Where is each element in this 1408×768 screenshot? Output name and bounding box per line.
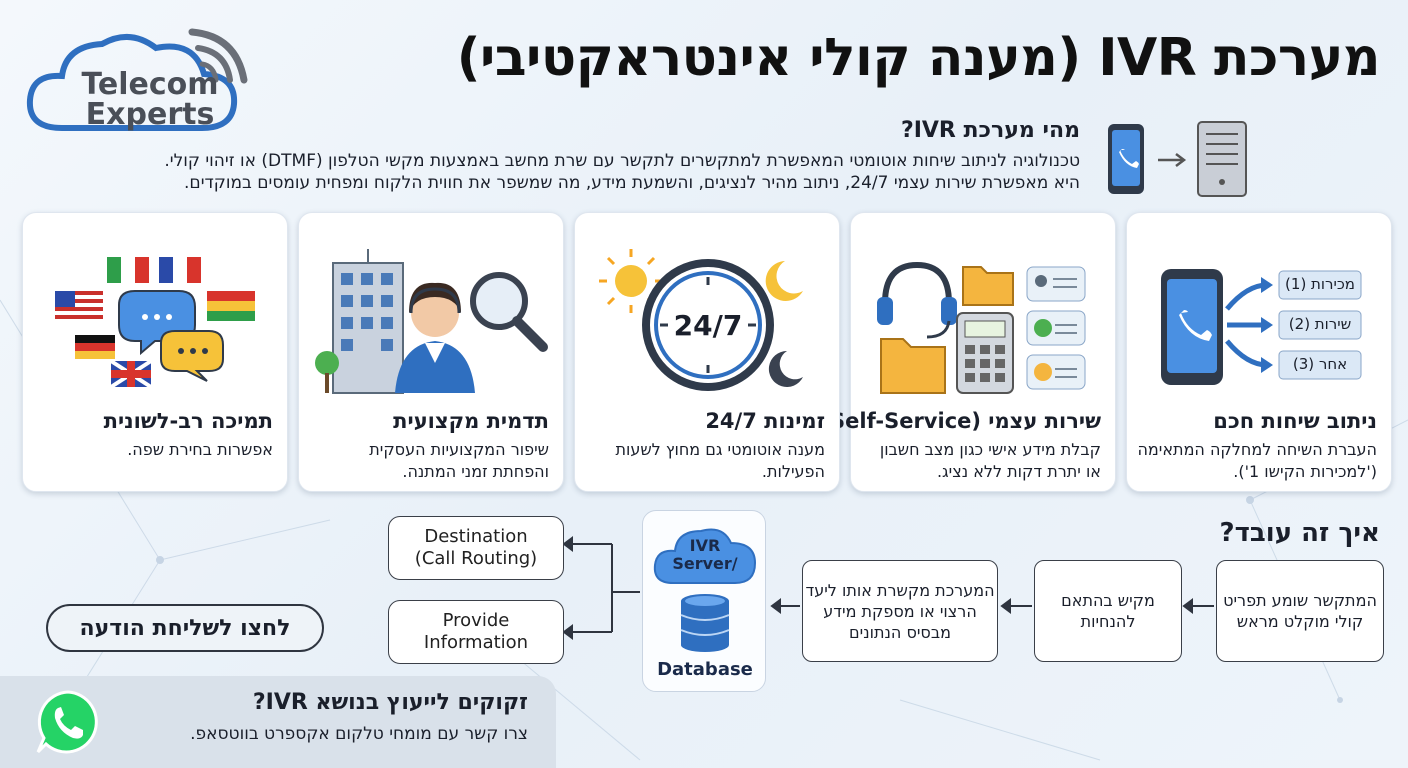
what-is-description: טכנולוגיה לניתוב שיחות אוטומטי המאפשרת ל… bbox=[0, 150, 1080, 194]
send-message-button[interactable]: לחצו לשליחת הודעה bbox=[46, 604, 324, 652]
card-availability: 24/7 זמינות 24/7 מענה אוטומטי גם מחוץ לש… bbox=[574, 212, 840, 492]
card-title: ניתוב שיחות חכם bbox=[1213, 409, 1377, 433]
logo-line-1: Telecom bbox=[81, 67, 219, 102]
card-description: העברת השיחה למחלקה המתאימה ('למכירות הקי… bbox=[1137, 440, 1377, 481]
server-label-line-1: IVR bbox=[689, 536, 721, 555]
card-professional-image: תדמית מקצועית שיפור המקצועיות העסקית והפ… bbox=[298, 212, 564, 492]
flag-france-icon bbox=[159, 257, 201, 283]
card-title: תמיכה רב-לשונית bbox=[103, 409, 273, 433]
clock-label: 24/7 bbox=[673, 309, 743, 342]
clock-sun-moon-illustration bbox=[599, 249, 803, 391]
what-is-line-2: היא מאפשרת שירות עצמי 24/7, ניתוב מהיר ל… bbox=[184, 173, 1080, 193]
whatsapp-subtitle: צרו קשר עם מומחי טלקום אקספרט בווטסאפ. bbox=[190, 724, 528, 744]
dest-info-line-1: Provide bbox=[442, 610, 510, 631]
card-smart-routing: מכירות (1) שירות (2) אחר (3) ניתוב שיחות… bbox=[1126, 212, 1392, 492]
menu-option-other: אחר (3) bbox=[1292, 355, 1348, 373]
how-it-works-heading: איך זה עובד? bbox=[1219, 518, 1380, 548]
dest-routing-line-1: Destination bbox=[424, 526, 528, 547]
menu-option-service: שירות (2) bbox=[1288, 315, 1352, 333]
flow-step-connect: המערכת מקשרת אותו ליעד הרצוי או מספקת מי… bbox=[802, 560, 998, 662]
card-self-service: שירות עצמי (Self-Service) קבלת מידע אישי… bbox=[820, 212, 1116, 492]
card-description: אפשרות בחירת שפה. bbox=[127, 440, 273, 459]
server-label: IVR Server/ bbox=[643, 537, 767, 573]
flow-step-listen: המתקשר שומע תפריט קולי מוקלט מראש bbox=[1216, 560, 1384, 662]
language-flags-illustration bbox=[55, 257, 255, 389]
company-logo: Telecom Experts bbox=[22, 18, 262, 148]
what-is-line-1: טכנולוגיה לניתוב שיחות אוטומטי המאפשרת ל… bbox=[164, 151, 1080, 171]
card-description: מענה אוטומטי גם מחוץ לשעות הפעילות. bbox=[615, 440, 825, 481]
flag-italy-icon bbox=[107, 257, 149, 283]
card-multilingual: תמיכה רב-לשונית אפשרות בחירת שפה. bbox=[22, 212, 288, 492]
card-title: זמינות 24/7 bbox=[705, 409, 825, 433]
card-title: שירות עצמי (Self-Service) bbox=[820, 409, 1101, 433]
database-label: Database bbox=[657, 659, 753, 680]
phone-to-server-icon bbox=[1108, 121, 1247, 197]
page-title: מערכת IVR (מענה קולי אינטראקטיבי) bbox=[456, 28, 1381, 88]
dest-routing-line-2: (Call Routing) bbox=[414, 548, 538, 569]
whatsapp-title: זקוקים לייעוץ בנושא IVR? bbox=[252, 690, 528, 715]
logo-text: Telecom Experts bbox=[70, 70, 230, 130]
menu-option-sales: מכירות (1) bbox=[1285, 275, 1355, 293]
self-service-illustration bbox=[877, 261, 1086, 394]
card-description: קבלת מידע אישי כגון מצב חשבון או יתרת דק… bbox=[879, 440, 1101, 481]
whatsapp-contact-panel[interactable]: זקוקים לייעוץ בנושא IVR? צרו קשר עם מומח… bbox=[0, 676, 556, 768]
dest-info-line-2: Information bbox=[423, 632, 529, 653]
flag-germany-icon bbox=[75, 335, 115, 359]
ivr-server-panel: IVR Server/ Database bbox=[642, 510, 766, 692]
logo-line-2: Experts bbox=[85, 97, 215, 132]
flag-uk-icon bbox=[109, 359, 153, 389]
flag-bolivia-icon bbox=[207, 291, 255, 321]
server-label-line-2: Server/ bbox=[672, 554, 738, 573]
routing-illustration bbox=[1161, 269, 1362, 385]
cloud-icon bbox=[653, 528, 757, 584]
card-title: תדמית מקצועית bbox=[393, 409, 549, 433]
destination-provide-information: Provide Information bbox=[388, 600, 564, 664]
cloud-wifi-icon bbox=[26, 28, 248, 131]
what-is-heading: מהי מערכת IVR? bbox=[900, 118, 1080, 143]
whatsapp-icon[interactable] bbox=[34, 688, 102, 756]
flow-step-press: מקיש בהתאם להנחיות bbox=[1034, 560, 1182, 662]
agent-building-illustration bbox=[315, 249, 548, 394]
card-description: שיפור המקצועיות העסקית והפחתת זמני המתנה… bbox=[369, 440, 549, 481]
destination-call-routing: Destination (Call Routing) bbox=[388, 516, 564, 580]
flag-usa-icon bbox=[55, 291, 103, 321]
database-icon bbox=[680, 594, 730, 652]
